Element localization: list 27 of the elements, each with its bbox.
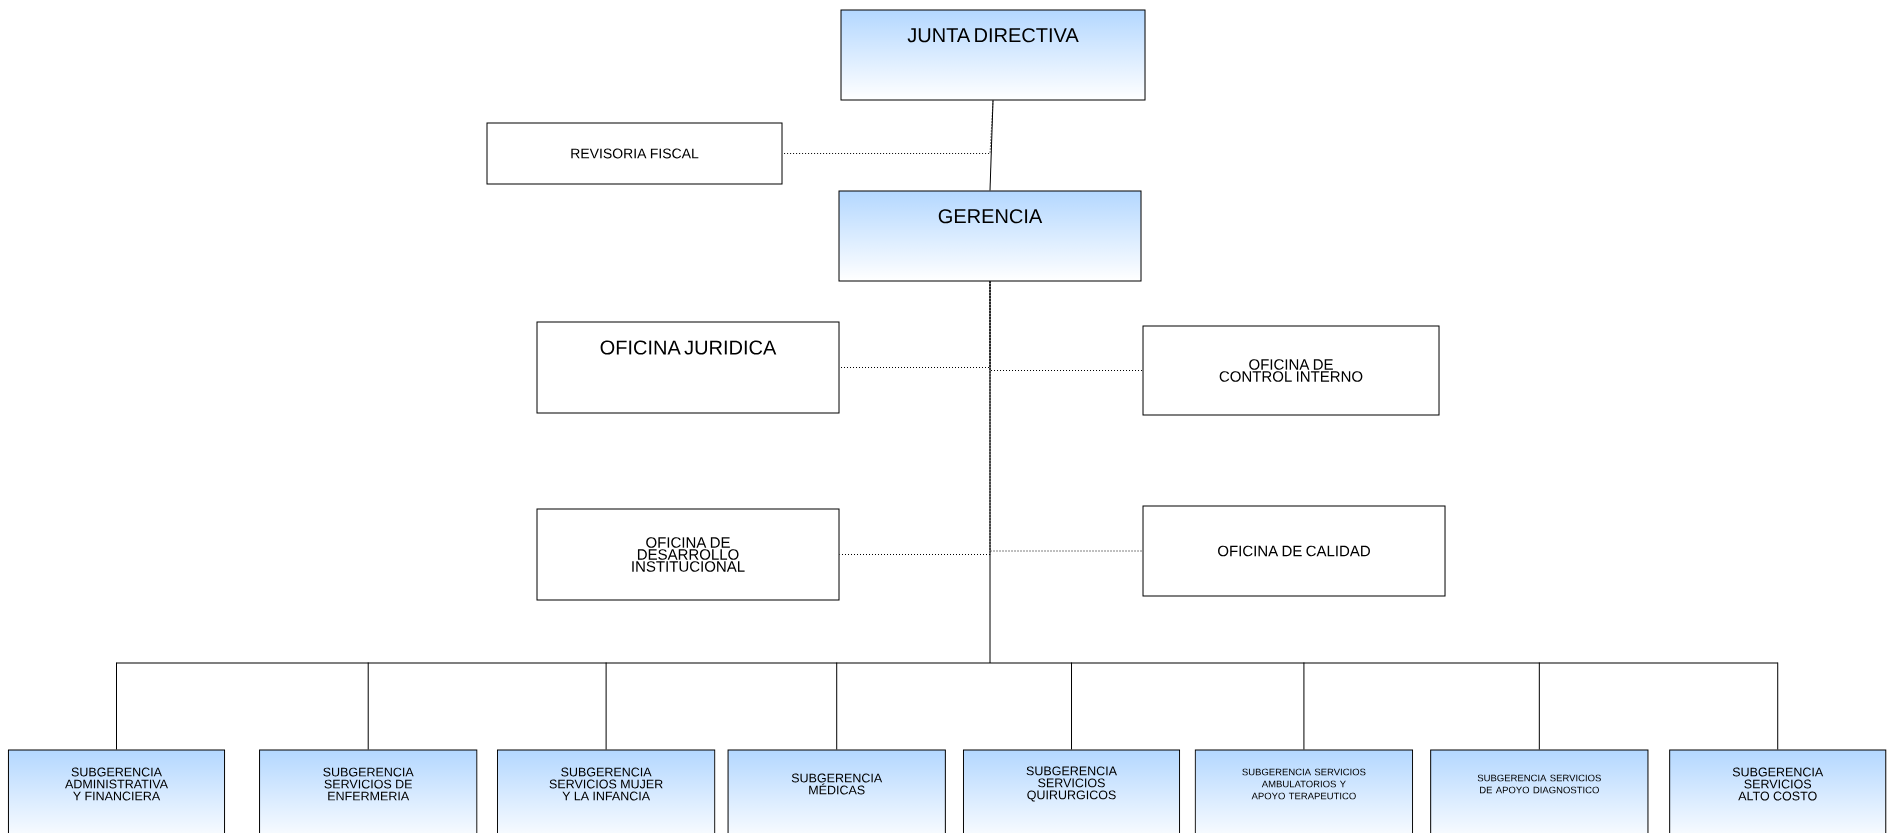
connector-line bbox=[836, 662, 838, 750]
dotted-line bbox=[989, 281, 1143, 552]
unit-box: SUBGERENCIA SERVICIOS ALTO COSTO bbox=[1669, 749, 1887, 833]
connector-line bbox=[1538, 662, 1540, 750]
unit-box: SUBGERENCIA SERVICIOS QUIRURGICOS bbox=[962, 749, 1181, 833]
connector-line bbox=[1777, 662, 1779, 750]
unit-box: SUBGERENCIA SERVICIOS DE ENFERMERIA bbox=[259, 749, 478, 833]
unit-box: SUBGERENCIA SERVICIOS AMBULATORIOS Y APOYO TERAPEUTICO bbox=[1194, 749, 1414, 833]
dotted-line bbox=[782, 100, 994, 154]
unit-box: GERENCIA bbox=[838, 190, 1142, 282]
unit-box: REVISORIA FISCAL bbox=[486, 122, 783, 185]
unit-box: OFICINA JURIDICA bbox=[536, 321, 840, 414]
connector-line bbox=[989, 100, 994, 191]
connector-line bbox=[1303, 662, 1305, 750]
unit-box: OFICINA DE CALIDAD bbox=[1142, 505, 1446, 597]
unit-box: SUBGERENCIA SERVICIOS DE APOYO DIAGNOSTICO bbox=[1430, 749, 1649, 833]
unit-box: OFICINA DE CONTROL INTERNO bbox=[1142, 325, 1440, 416]
unit-box: SUBGERENCIA MÉDICAS bbox=[727, 749, 946, 833]
unit-box: JUNTA DIRECTIVA bbox=[840, 9, 1146, 101]
connector-line bbox=[605, 662, 607, 750]
connector-line bbox=[116, 662, 117, 750]
unit-box: OFICINA DE DESARROLLO INSTITUCIONAL bbox=[536, 508, 840, 601]
connector-line bbox=[116, 281, 1779, 664]
connector-line bbox=[367, 662, 369, 750]
unit-box: SUBGERENCIA ADMINISTRATIVA Y FINANCIERA bbox=[7, 749, 226, 833]
connector-line bbox=[1071, 662, 1072, 750]
unit-box: SUBGERENCIA SERVICIOS MUJER Y LA INFANCIA bbox=[496, 749, 716, 833]
